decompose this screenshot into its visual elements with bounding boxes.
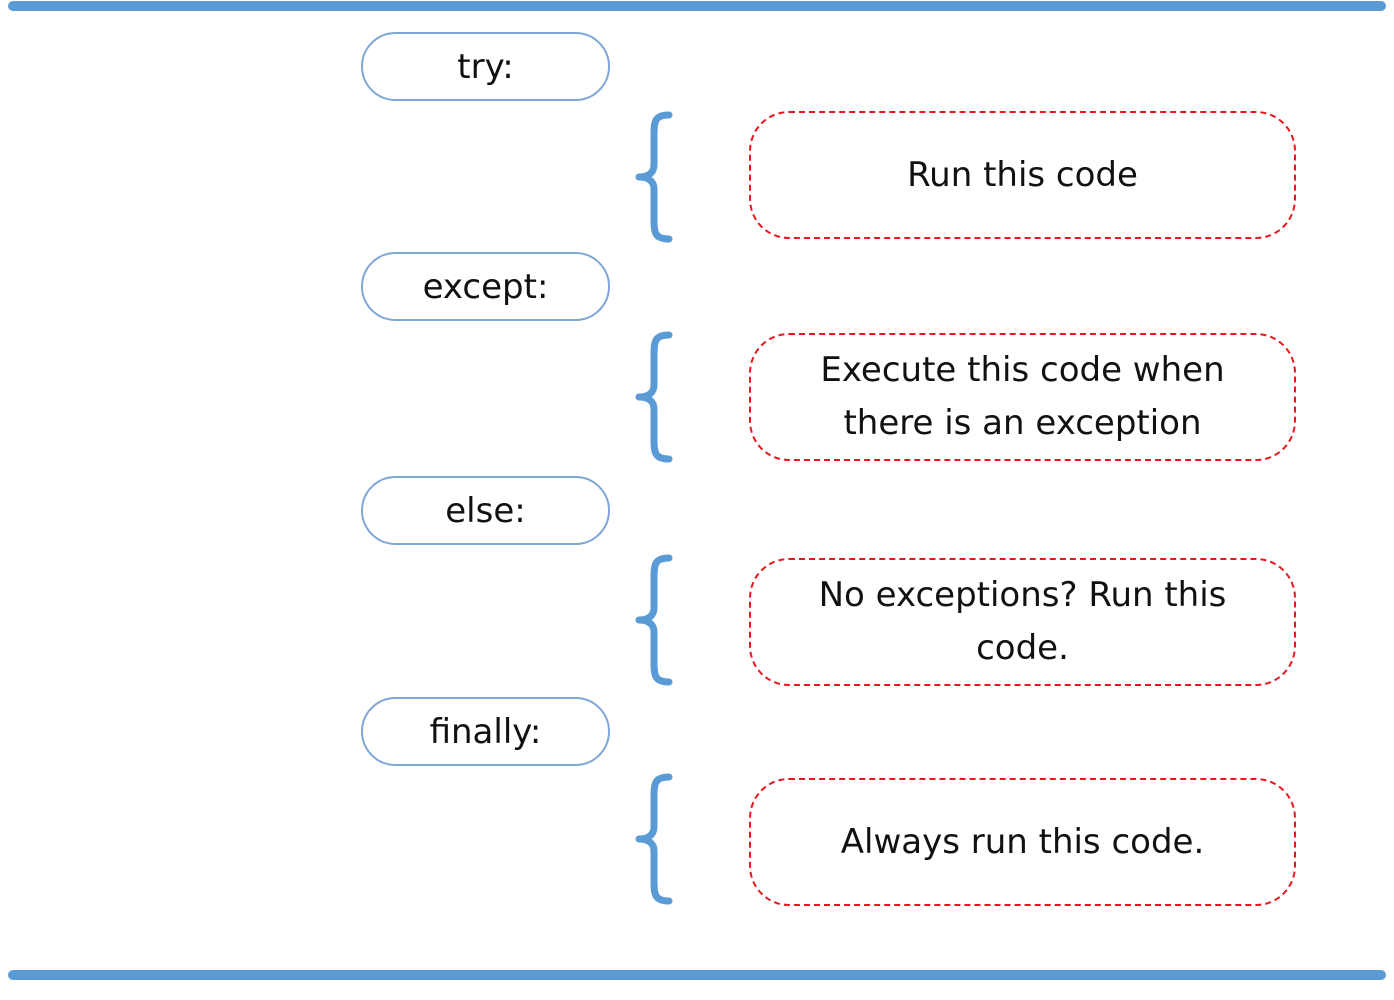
keyword-try: try:	[361, 32, 610, 101]
top-rule	[8, 1, 1386, 11]
action-finally: Always run this code.	[749, 778, 1296, 906]
bottom-rule	[8, 970, 1386, 980]
left-brace-icon	[635, 554, 673, 686]
action-except: Execute this code when there is an excep…	[749, 333, 1296, 461]
action-else: No exceptions? Run this code.	[749, 558, 1296, 686]
left-brace-icon	[635, 773, 673, 905]
keyword-else: else:	[361, 476, 610, 545]
keyword-finally: finally:	[361, 697, 610, 766]
action-try: Run this code	[749, 111, 1296, 239]
keyword-except: except:	[361, 252, 610, 321]
left-brace-icon	[635, 331, 673, 463]
left-brace-icon	[635, 111, 673, 243]
